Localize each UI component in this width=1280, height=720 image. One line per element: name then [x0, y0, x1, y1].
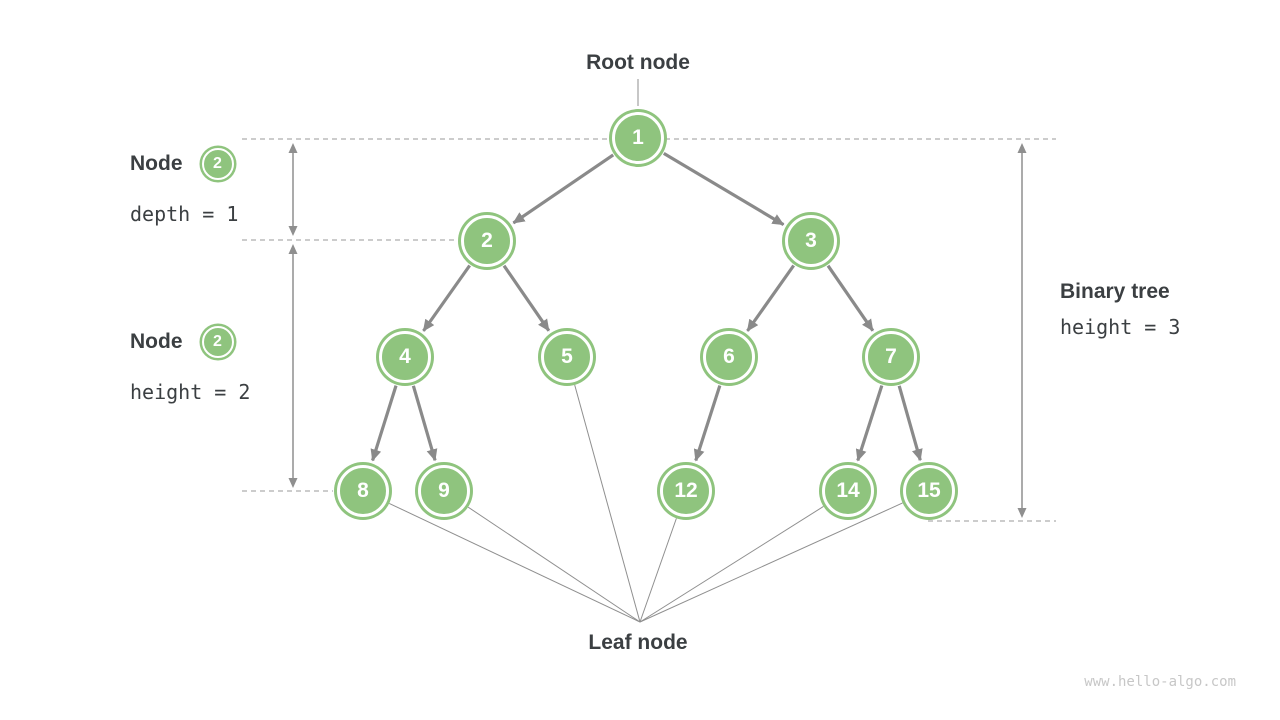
edge-6-12 [693, 385, 722, 462]
leaf-connector-line-8 [389, 502, 641, 623]
edge-4-8 [370, 385, 398, 462]
edge-3-6 [746, 264, 795, 332]
edge-3-7 [826, 264, 875, 332]
node-height-formula: height = 2 [130, 380, 251, 404]
leaf-connector-line-5 [574, 384, 641, 623]
edge-2-4 [422, 264, 471, 332]
edge-1-2 [512, 153, 615, 225]
leaf-connector-line-15 [639, 502, 903, 623]
root-node-label: Root node [586, 51, 690, 74]
leaf-connector-line-9 [467, 506, 641, 623]
measure-arrowhead-down [288, 478, 298, 488]
node-depth-badge-circle: 2 [201, 148, 234, 180]
node-height-badge-circle: 2 [201, 326, 234, 358]
leaf-node-label: Leaf node [588, 631, 688, 654]
edge-2-5 [502, 264, 551, 332]
binary-tree-formula: height = 3 [1060, 315, 1181, 339]
node-depth-title: Node [130, 152, 183, 175]
edge-7-15 [897, 385, 923, 462]
measure-arrowhead-up [288, 244, 298, 254]
binary-tree-title: Binary tree [1060, 280, 1170, 303]
measure-arrowhead-up [288, 143, 298, 153]
edge-7-14 [855, 385, 884, 462]
leaf-connector-line-14 [639, 506, 824, 623]
node-depth-annotation: Node 2 depth = 1 [130, 148, 238, 226]
watermark: www.hello-algo.com [1084, 674, 1236, 690]
binary-tree-height-annotation: Binary tree height = 3 [1060, 280, 1180, 339]
measure-arrowhead-down [288, 226, 298, 236]
leaf-connector-line-12 [639, 518, 677, 623]
edge-1-3 [662, 151, 785, 227]
node-height-title: Node [130, 330, 183, 353]
node-height-annotation: Node 2 height = 2 [130, 326, 250, 404]
measure-arrowhead-up [1017, 143, 1027, 153]
measure-arrowhead-down [1017, 508, 1027, 518]
node-depth-formula: depth = 1 [130, 202, 239, 226]
edge-4-9 [411, 385, 438, 462]
